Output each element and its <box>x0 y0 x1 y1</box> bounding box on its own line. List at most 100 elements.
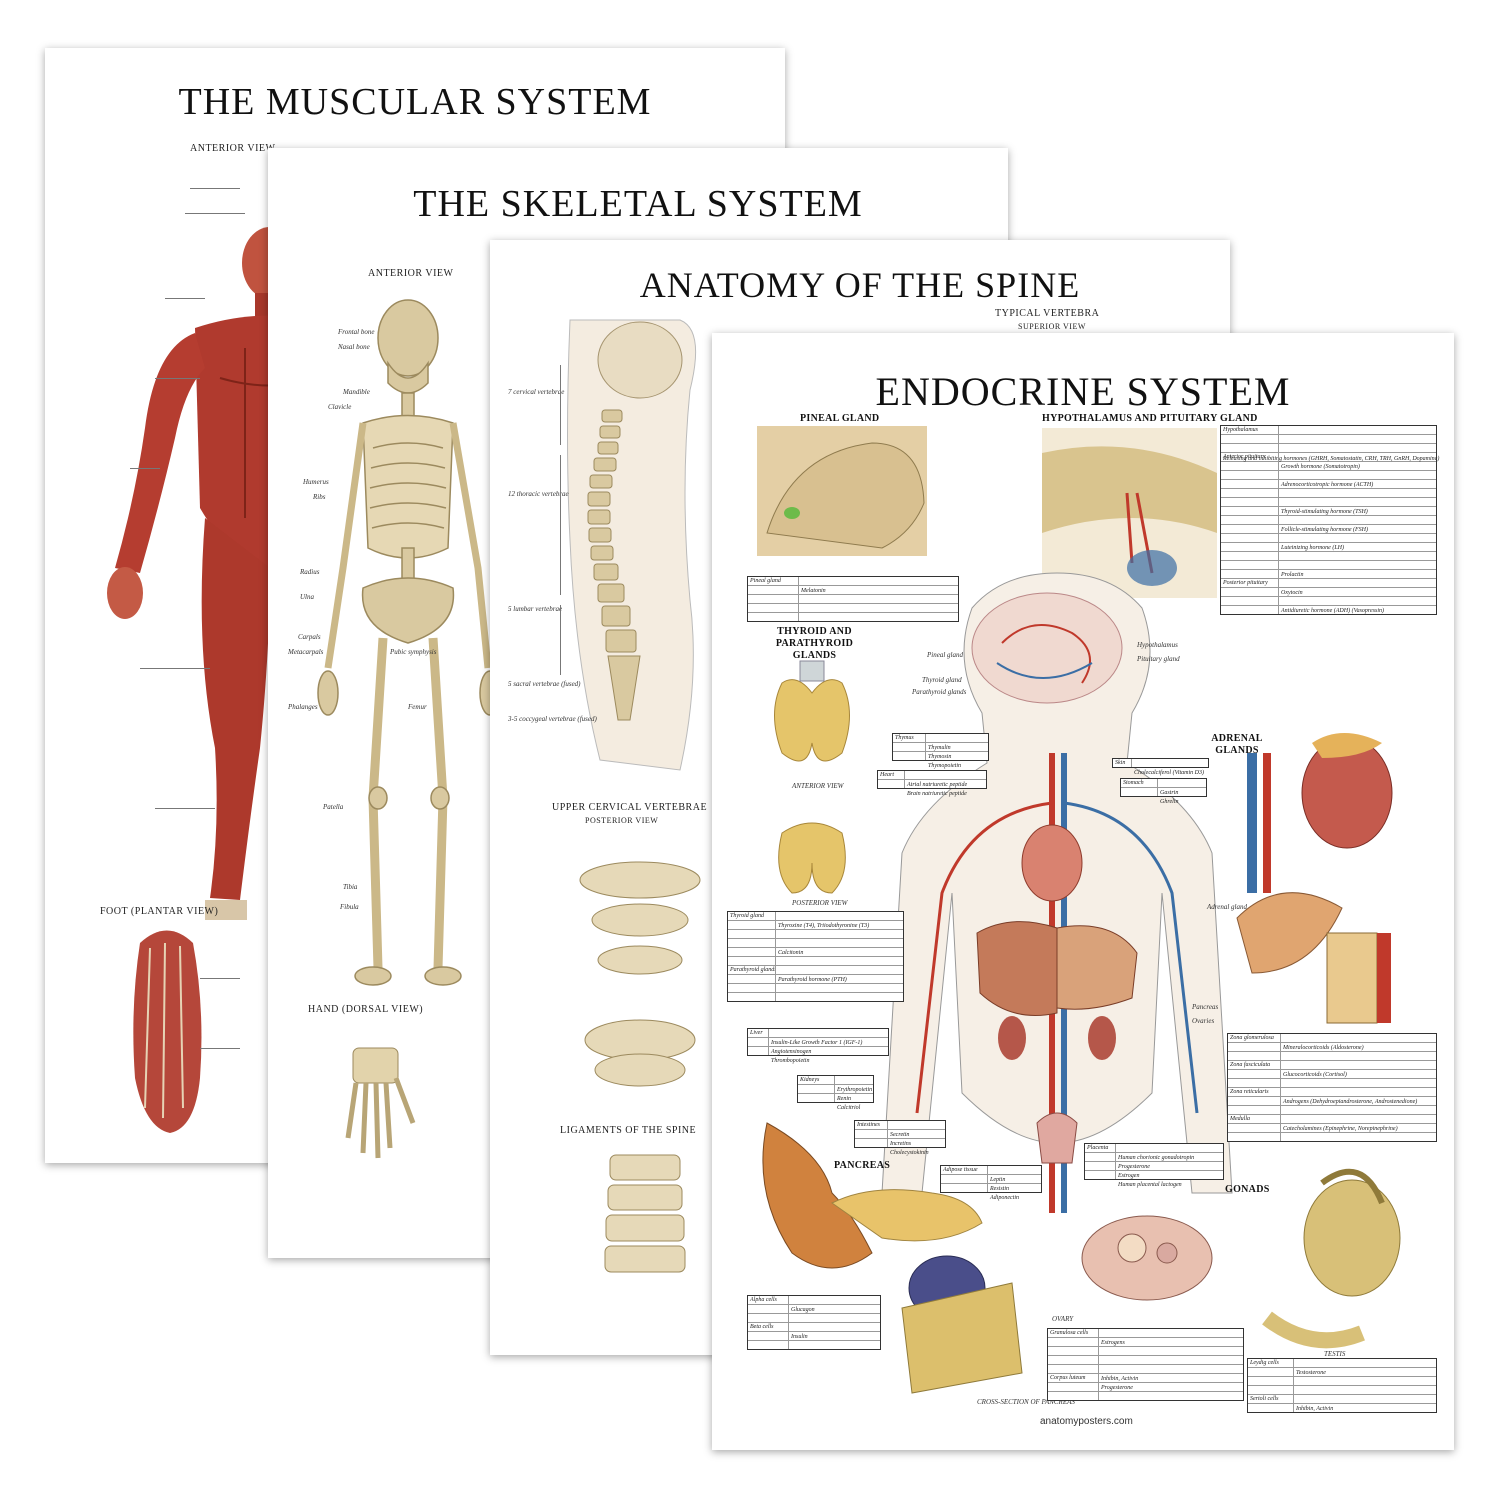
hypothalamus-heading: HYPOTHALAMUS AND PITUITARY GLAND <box>1042 413 1258 424</box>
muscular-view-label: ANTERIOR VIEW <box>190 143 276 154</box>
bone-label: Ribs <box>313 493 326 501</box>
skin-table: SkinCholecalciferol (Vitamin D3) <box>1112 758 1209 776</box>
spine-region-label: 5 sacral vertebrae (fused) <box>508 680 581 688</box>
table-cell: Gastrin <box>1160 790 1179 796</box>
organ-label: Parathyroid glands <box>912 688 967 696</box>
table-cell: Secretin <box>890 1132 910 1138</box>
table-cell: Thyroid gland <box>728 912 776 920</box>
organ-label: Pancreas <box>1192 1003 1219 1011</box>
table-cell: Parathyroid glands <box>730 966 776 974</box>
leader-line <box>140 668 210 669</box>
table-cell: Alpha cells <box>748 1296 789 1304</box>
table-cell: Mineralocorticoids (Aldosterone) <box>1283 1045 1364 1051</box>
spine-region-label: 3-5 coccygeal vertebrae (fused) <box>508 715 597 723</box>
table-cell: Cholecalciferol (Vitamin D3) <box>1134 770 1204 776</box>
testis-table: Leydig cellsTestosterone Sertoli cellsIn… <box>1247 1358 1437 1413</box>
table-cell: Beta cells <box>748 1323 789 1331</box>
table-cell: Thymulin <box>928 745 951 751</box>
spine-title: ANATOMY OF THE SPINE <box>639 265 1081 305</box>
table-cell: Brain natriuretic peptide <box>907 791 967 797</box>
table-cell: Releasing and inhibiting hormones (GHRH,… <box>1223 456 1440 462</box>
leader-line <box>155 808 215 809</box>
table-cell: Cholecystokinin <box>890 1150 929 1156</box>
typical-vertebra-label: TYPICAL VERTEBRA <box>995 308 1100 319</box>
table-cell: Medulla <box>1228 1115 1281 1123</box>
table-cell: Melatonin <box>801 588 826 594</box>
bone-label: Phalanges <box>288 703 318 711</box>
table-cell: Heart <box>878 771 905 779</box>
leader-line <box>200 978 240 979</box>
table-cell: Atrial natriuretic peptide <box>907 782 968 788</box>
table-cell: Oxytocin <box>1281 590 1303 596</box>
skeletal-view-label: ANTERIOR VIEW <box>368 268 454 279</box>
table-cell: Zona reticularis <box>1228 1088 1281 1096</box>
table-cell: Thymosin <box>928 754 952 760</box>
posterior-view-label: POSTERIOR VIEW <box>585 816 659 825</box>
pancreas-table: Alpha cellsGlucagon Beta cellsInsulin <box>747 1295 881 1350</box>
leader-line <box>165 298 205 299</box>
table-cell: Hypothalamus <box>1221 426 1279 434</box>
website-url: anatomyposters.com <box>1040 1416 1133 1427</box>
table-cell: Progesterone <box>1101 1385 1133 1391</box>
table-cell: Intestines <box>855 1121 888 1129</box>
stomach-table: StomachGastrin Ghrelin <box>1120 778 1207 805</box>
leader-line <box>130 468 160 469</box>
adrenal-heading: ADRENAL GLANDS <box>1211 733 1263 756</box>
table-cell: Inhibin, Activin <box>1296 1406 1334 1412</box>
bone-label: Mandible <box>343 388 370 396</box>
table-cell: Testosterone <box>1296 1370 1326 1376</box>
table-cell: Stomach <box>1121 779 1158 787</box>
thyroid-heading: THYROID AND PARATHYROID GLANDS <box>775 626 854 661</box>
skeleton-figure <box>317 299 501 1159</box>
table-cell: Sertoli cells <box>1248 1395 1294 1403</box>
bone-label: Patella <box>323 803 344 811</box>
thyroid-table: Thyroid glandThyroxine (T4), Triiodothyr… <box>727 911 904 1002</box>
pancreas-heading: PANCREAS <box>834 1160 891 1171</box>
table-cell: Adiponectin <box>990 1195 1019 1201</box>
bone-label: Fibula <box>340 903 359 911</box>
table-cell: Glucocorticoids (Cortisol) <box>1283 1072 1347 1078</box>
bone-label: Carpals <box>298 633 321 641</box>
table-cell: Growth hormone (Somatotropin) <box>1281 464 1360 470</box>
posterior-view-label: POSTERIOR VIEW <box>792 899 848 907</box>
table-cell: Leydig cells <box>1248 1359 1294 1367</box>
organ-label: Adrenal gland <box>1207 903 1247 911</box>
placenta-table: PlacentaHuman chorionic gonadotropin Pro… <box>1084 1143 1224 1188</box>
bone-label: Humerus <box>303 478 329 486</box>
table-cell: Insulin-Like Growth Factor 1 (IGF-1) <box>771 1040 863 1046</box>
table-cell: Insulin <box>791 1334 808 1340</box>
bone-label: Pubic symphysis <box>390 648 437 656</box>
endocrine-poster: ENDOCRINE SYSTEM PINEAL GLAND HYPOTHALAM… <box>712 333 1454 1450</box>
table-cell: Estrogens <box>1101 1340 1125 1346</box>
bracket-line <box>560 365 561 445</box>
bracket-line <box>560 605 561 675</box>
liver-table: LiverInsulin-Like Growth Factor 1 (IGF-1… <box>747 1028 889 1064</box>
spine-region-label: 5 lumbar vertebrae <box>508 605 563 613</box>
table-cell: Prolactin <box>1281 572 1304 578</box>
adrenal-table: Zona glomerulosaMineralocorticoids (Aldo… <box>1227 1033 1437 1142</box>
table-cell: Antidiuretic hormone (ADH) (Vasopressin) <box>1281 608 1385 614</box>
table-cell: Calcitriol <box>837 1105 861 1111</box>
kidneys-table: KidneysErythropoietin Renin Calcitriol <box>797 1075 874 1111</box>
ligaments-heading: LIGAMENTS OF THE SPINE <box>560 1125 697 1136</box>
hand-heading: HAND (DORSAL VIEW) <box>308 1004 424 1015</box>
adipose-table: Adipose tissueLeptin Resistin Adiponecti… <box>940 1165 1042 1201</box>
bone-label: Tibia <box>343 883 358 891</box>
muscular-title: THE MUSCULAR SYSTEM <box>178 81 652 123</box>
leader-line <box>155 378 200 379</box>
table-cell: Androgens (Dehydroepiandrosterone, Andro… <box>1283 1099 1418 1105</box>
bone-label: Clavicle <box>328 403 352 411</box>
leader-line <box>190 188 240 189</box>
organ-label: Pineal gland <box>927 651 963 659</box>
organ-label: Ovaries <box>1192 1017 1215 1025</box>
table-cell: Thrombopoietin <box>771 1058 810 1064</box>
pituitary-table: HypothalamusReleasing and inhibiting hor… <box>1220 425 1440 615</box>
table-cell: Progesterone <box>1118 1164 1150 1170</box>
bone-label: Frontal bone <box>338 328 375 336</box>
table-cell: Ghrelin <box>1160 799 1179 805</box>
table-cell: Leptin <box>990 1177 1006 1183</box>
spine-side-figure <box>567 319 701 1273</box>
bone-label: Ulna <box>300 593 314 601</box>
table-cell: Kidneys <box>798 1076 835 1084</box>
intestines-table: IntestinesSecretin Incretins Cholecystok… <box>854 1120 946 1156</box>
